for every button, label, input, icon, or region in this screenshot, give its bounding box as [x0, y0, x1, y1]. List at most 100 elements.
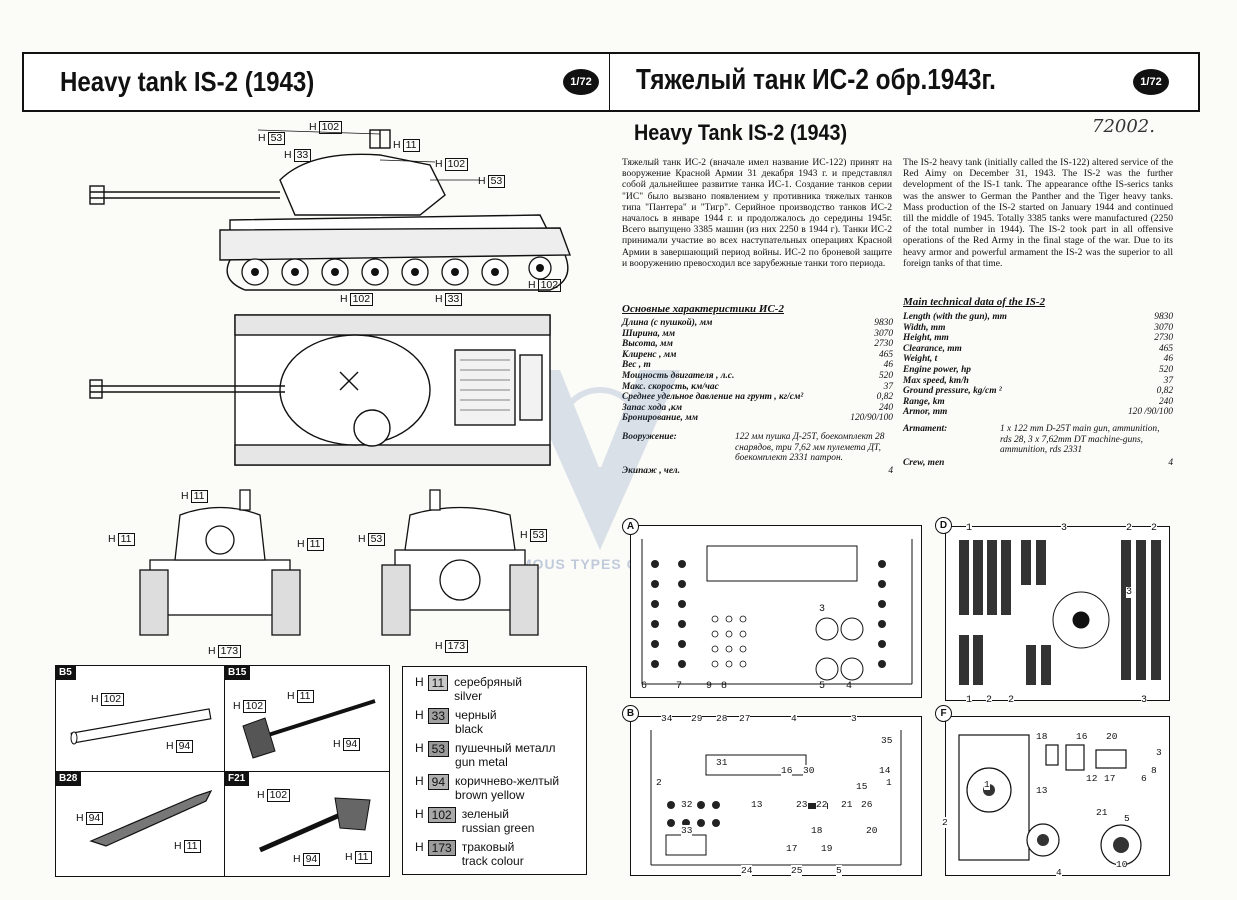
legend-prefix: H: [415, 675, 424, 689]
sprue-b-num: 26: [861, 799, 873, 810]
crew-value-en: 4: [1168, 457, 1173, 468]
sprue-f-num: 16: [1076, 731, 1088, 742]
spec-en-value: 120 /90/100: [1127, 407, 1173, 418]
legend-swatch: 102: [427, 807, 456, 823]
sprue-d-num-1b: 1: [966, 695, 973, 706]
title-bar: [22, 52, 1200, 112]
sprue-b-num: 5: [836, 865, 842, 876]
sprue-b-num: 13: [751, 799, 763, 810]
sprue-f-drawing: [958, 734, 1142, 866]
title-divider: [609, 52, 610, 112]
spec-en-value: 520: [1158, 364, 1173, 375]
spec-en-label: Engine power, hp: [903, 364, 971, 375]
sprue-b-num: 14: [879, 765, 891, 776]
spec-en-label: Height, mm: [903, 333, 949, 344]
sprue-b-num: 16: [781, 765, 793, 776]
sprue-b-letter: B: [622, 705, 639, 722]
legend-prefix: H: [415, 741, 424, 755]
sprue-b-num: 15: [856, 781, 868, 792]
legend-name-en: russian green: [461, 821, 535, 835]
spec-ru-label: Мощность двигателя , л.с.: [622, 370, 735, 381]
sprue-d-num-2a: 2: [1126, 523, 1133, 534]
spec-ru-value: 240: [878, 402, 893, 413]
spec-ru-label: Среднее удельное давление на грунт , кг/…: [622, 392, 804, 403]
spec-ru-row: Бронирование, мм 120/90/100: [622, 413, 893, 424]
spec-ru-value: 46: [883, 360, 893, 371]
spec-en-label: Ground pressure, kg/cm ²: [903, 386, 1002, 397]
spec-en-value: 2730: [1154, 333, 1173, 344]
specs-heading-en: Main technical data of the IS-2: [903, 296, 1046, 308]
sprue-b-num: 32: [681, 799, 693, 810]
spec-ru-label: Клиренс , мм: [622, 349, 677, 360]
spec-en-value: 9830: [1154, 312, 1173, 322]
legend-name-en: silver: [454, 689, 483, 703]
sprue-d-num-2d: 2: [1008, 695, 1015, 706]
spec-ru-value: 520: [878, 370, 893, 381]
sprue-f-num: 6: [1141, 773, 1147, 784]
sprue-b-num: 33: [681, 825, 693, 836]
legend-name-ru: серебряный: [454, 675, 522, 689]
legend-swatch: 173: [427, 840, 456, 856]
scale-badge-left: 1/72: [563, 69, 599, 95]
part-b5-drawing: [70, 708, 212, 745]
tank-side-view: [89, 129, 572, 291]
sprue-b-num: 3: [851, 713, 857, 724]
spec-ru-label: Бронирование, мм: [622, 413, 699, 424]
armament-en: Armament: 1 x 122 mm D-25T main gun, amm…: [903, 424, 1173, 468]
sprue-f-num: 17: [1104, 773, 1116, 784]
spec-en-label: Weight, t: [903, 354, 938, 365]
title-en: Heavy tank IS-2 (1943): [60, 66, 315, 97]
spec-ru-value: 120/90/100: [850, 413, 893, 424]
sprue-b-num: 2: [656, 777, 662, 788]
spec-ru-row: Среднее удельное давление на грунт , кг/…: [622, 392, 893, 403]
sprue-b-num: 19: [821, 843, 833, 854]
legend-swatch: 33: [427, 708, 450, 724]
sprue-b-num: 27: [739, 713, 751, 724]
sprue-f-num: 5: [1124, 813, 1130, 824]
legend-name-ru: пушечный металл: [455, 741, 556, 755]
part-b28-drawing: [89, 789, 213, 847]
sprue-b-num: 31: [716, 757, 728, 768]
sprue-b-drawing: [650, 730, 902, 866]
sprue-f-num: 4: [1056, 867, 1062, 878]
legend-swatch: 94: [427, 774, 450, 790]
sprue-f-num: 1: [984, 779, 990, 790]
tank-front-view: [139, 489, 301, 636]
legend-prefix: H: [415, 840, 424, 854]
crew-label-en: Crew, men: [903, 457, 945, 468]
spec-en-label: Clearance, mm: [903, 343, 962, 354]
handwritten-code: 72002.: [1092, 116, 1155, 137]
sprue-a: 6 7 9 8 3 5 4: [630, 525, 922, 698]
spec-ru-row: Мощность двигателя , л.с. 520: [622, 371, 893, 382]
legend-prefix: H: [415, 708, 424, 722]
sprue-f-num: 13: [1036, 785, 1048, 796]
